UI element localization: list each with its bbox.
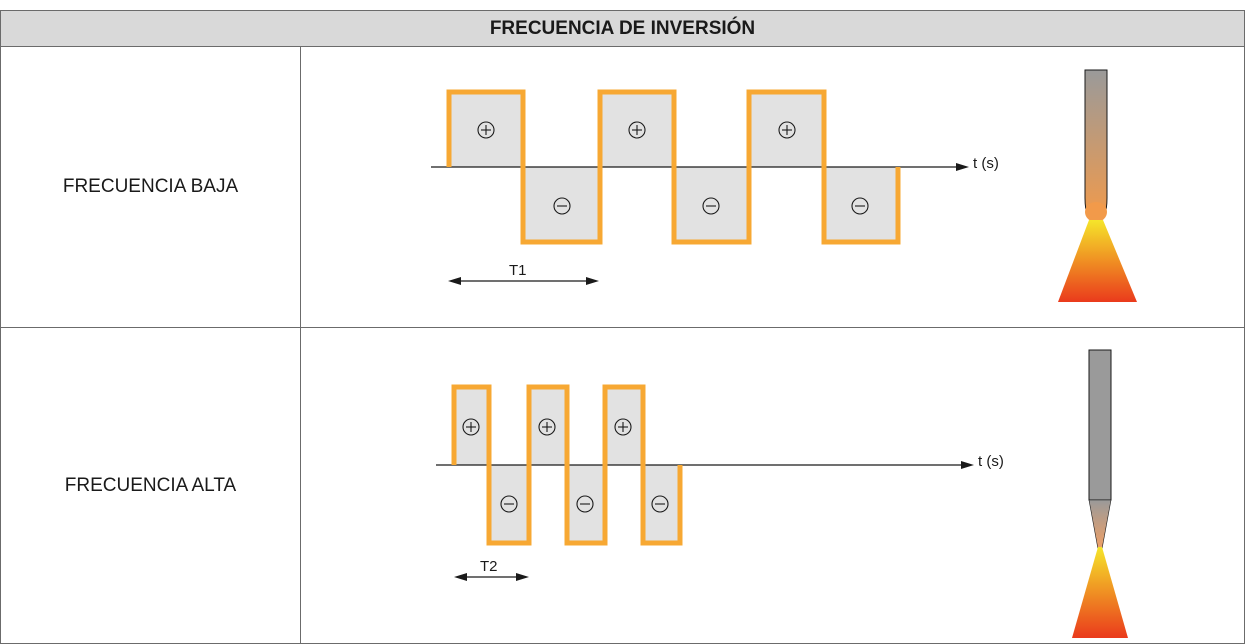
flame-low bbox=[1058, 220, 1137, 302]
axis-arrow-high bbox=[961, 461, 974, 469]
minus-symbols-high bbox=[500, 495, 669, 513]
row-label-low: FRECUENCIA BAJA bbox=[1, 46, 301, 327]
axis-arrow-low bbox=[956, 163, 969, 171]
minus-symbols-low bbox=[553, 197, 869, 215]
flame-high bbox=[1072, 547, 1128, 638]
period-label-low: T1 bbox=[509, 262, 527, 279]
axis-label-high: t (s) bbox=[978, 453, 1004, 470]
square-wave-low bbox=[446, 89, 901, 245]
wave-fill-high bbox=[454, 387, 680, 543]
axis-label-low: t (s) bbox=[973, 155, 999, 172]
row-low-frequency: FRECUENCIA BAJA bbox=[0, 46, 1245, 328]
period-label-high: T2 bbox=[480, 558, 498, 575]
electrode-high bbox=[1072, 349, 1128, 638]
table-header: FRECUENCIA DE INVERSIÓN bbox=[0, 10, 1245, 47]
high-frequency-diagram: t (s) T2 bbox=[436, 349, 1128, 638]
electrode-low bbox=[1058, 69, 1137, 302]
row-label-high: FRECUENCIA ALTA bbox=[1, 328, 301, 643]
low-frequency-diagram: t (s) T1 bbox=[431, 69, 1137, 302]
square-wave-high bbox=[451, 384, 683, 546]
plus-symbols-high bbox=[462, 418, 632, 436]
row-high-frequency: FRECUENCIA ALTA bbox=[0, 328, 1245, 644]
plus-symbols-low bbox=[477, 121, 796, 139]
